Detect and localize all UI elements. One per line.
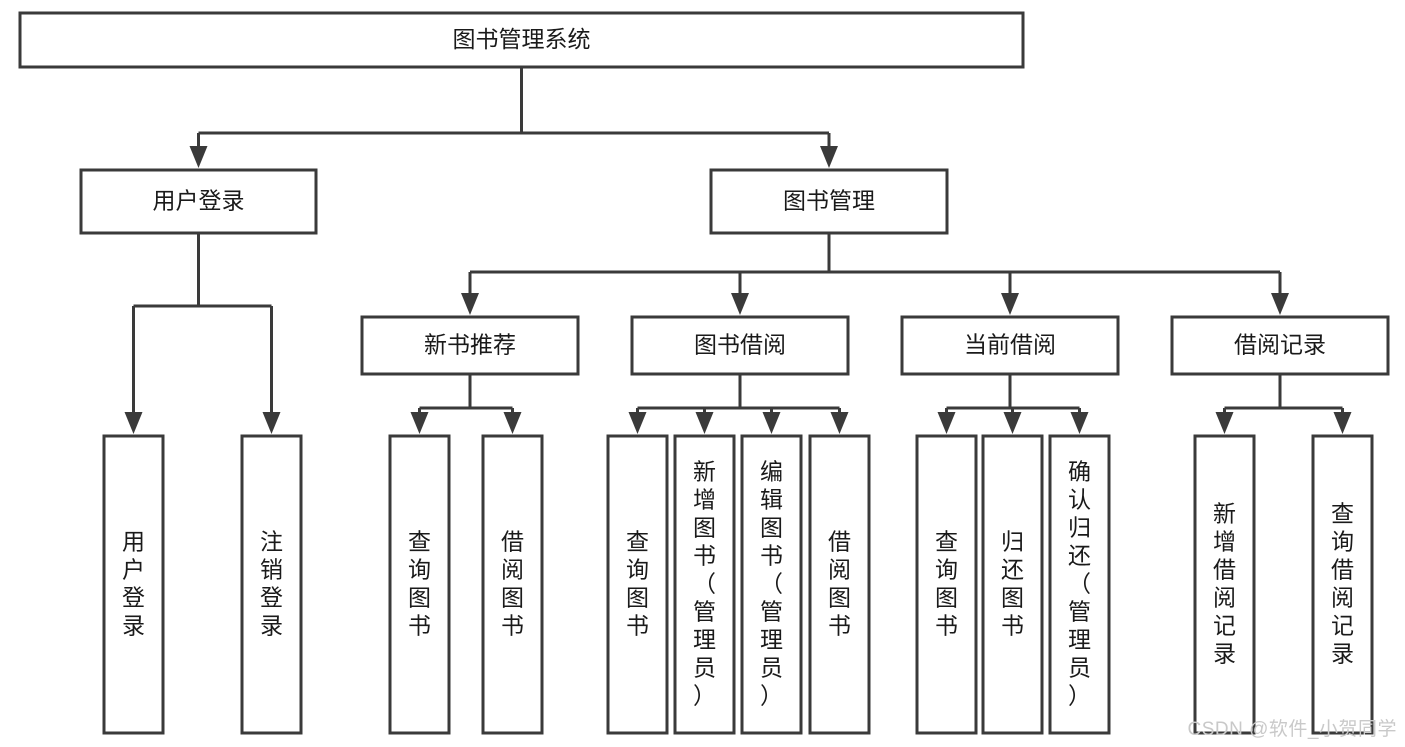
node-box (388, 434, 451, 735)
node-label: 注销登录 (260, 529, 283, 639)
node-book-borrow[interactable]: 图书借阅 (630, 315, 850, 376)
edge-group-user_login (124, 233, 281, 434)
node-label: 用户登录 (122, 529, 145, 639)
edge-group-new_book_rec (410, 374, 522, 434)
node-leaf-borrow-book-2[interactable]: 借阅图书 (808, 434, 871, 735)
node-label: 新书推荐 (424, 332, 516, 358)
node-current-borrow[interactable]: 当前借阅 (900, 315, 1120, 376)
edge-group-book_manage (461, 233, 1289, 315)
edge-group-borrow_record (1215, 374, 1352, 434)
node-leaf-user-login[interactable]: 用户登录 (102, 434, 165, 735)
node-leaf-add-record[interactable]: 新增借阅记录 (1193, 434, 1256, 735)
node-box (79, 168, 318, 235)
node-label: 查询图书 (626, 529, 649, 639)
node-box (102, 434, 165, 735)
watermark-text: CSDN @软件_小贺同学 (1187, 719, 1397, 740)
node-leaf-query-book-3[interactable]: 查询图书 (915, 434, 978, 735)
node-label: 新增图书（管理员） (693, 459, 716, 709)
node-box (630, 315, 850, 376)
node-label: 查询图书 (935, 529, 958, 639)
node-label: 查询图书 (408, 529, 431, 639)
node-leaf-query-book-1[interactable]: 查询图书 (388, 434, 451, 735)
node-user-login[interactable]: 用户登录 (79, 168, 318, 235)
node-label: 编辑图书（管理员） (760, 459, 783, 709)
node-box (900, 315, 1120, 376)
node-box (981, 434, 1044, 735)
edge-group-root (189, 67, 838, 168)
node-box (1193, 434, 1256, 735)
node-box (1170, 315, 1390, 376)
node-box (360, 315, 580, 376)
node-label: 图书管理系统 (453, 26, 591, 52)
node-box (673, 434, 736, 735)
edges-layer (124, 67, 1352, 434)
node-label: 图书借阅 (694, 332, 786, 358)
node-label: 借阅图书 (828, 529, 851, 639)
node-borrow-record[interactable]: 借阅记录 (1170, 315, 1390, 376)
node-leaf-add-book[interactable]: 新增图书（管理员） (673, 434, 736, 735)
node-new-book-rec[interactable]: 新书推荐 (360, 315, 580, 376)
node-box (740, 434, 803, 735)
node-leaf-confirm-return[interactable]: 确认归还（管理员） (1048, 434, 1111, 735)
node-leaf-query-book-2[interactable]: 查询图书 (606, 434, 669, 735)
node-leaf-return-book[interactable]: 归还图书 (981, 434, 1044, 735)
node-leaf-query-record[interactable]: 查询借阅记录 (1311, 434, 1374, 735)
node-box (709, 168, 949, 235)
node-root[interactable]: 图书管理系统 (18, 11, 1025, 69)
node-label: 图书管理 (783, 188, 875, 214)
node-box (606, 434, 669, 735)
node-label: 用户登录 (153, 188, 245, 214)
node-box (481, 434, 544, 735)
node-label: 归还图书 (1001, 529, 1024, 639)
node-box (240, 434, 303, 735)
node-box (808, 434, 871, 735)
node-label: 确认归还（管理员） (1068, 459, 1091, 709)
node-leaf-logout[interactable]: 注销登录 (240, 434, 303, 735)
node-leaf-edit-book[interactable]: 编辑图书（管理员） (740, 434, 803, 735)
edge-group-book_borrow (628, 374, 849, 434)
node-box (1048, 434, 1111, 735)
node-box (915, 434, 978, 735)
edge-group-current_borrow (937, 374, 1089, 434)
node-label: 新增借阅记录 (1213, 501, 1236, 667)
node-box (18, 11, 1025, 69)
node-book-manage[interactable]: 图书管理 (709, 168, 949, 235)
node-box (1311, 434, 1374, 735)
node-label: 查询借阅记录 (1331, 501, 1354, 667)
nodes-layer: 图书管理系统用户登录图书管理新书推荐图书借阅当前借阅借阅记录用户登录注销登录查询… (18, 11, 1390, 735)
node-label: 借阅图书 (501, 529, 524, 639)
node-leaf-borrow-book-1[interactable]: 借阅图书 (481, 434, 544, 735)
node-label: 当前借阅 (964, 332, 1056, 358)
node-label: 借阅记录 (1234, 332, 1326, 358)
